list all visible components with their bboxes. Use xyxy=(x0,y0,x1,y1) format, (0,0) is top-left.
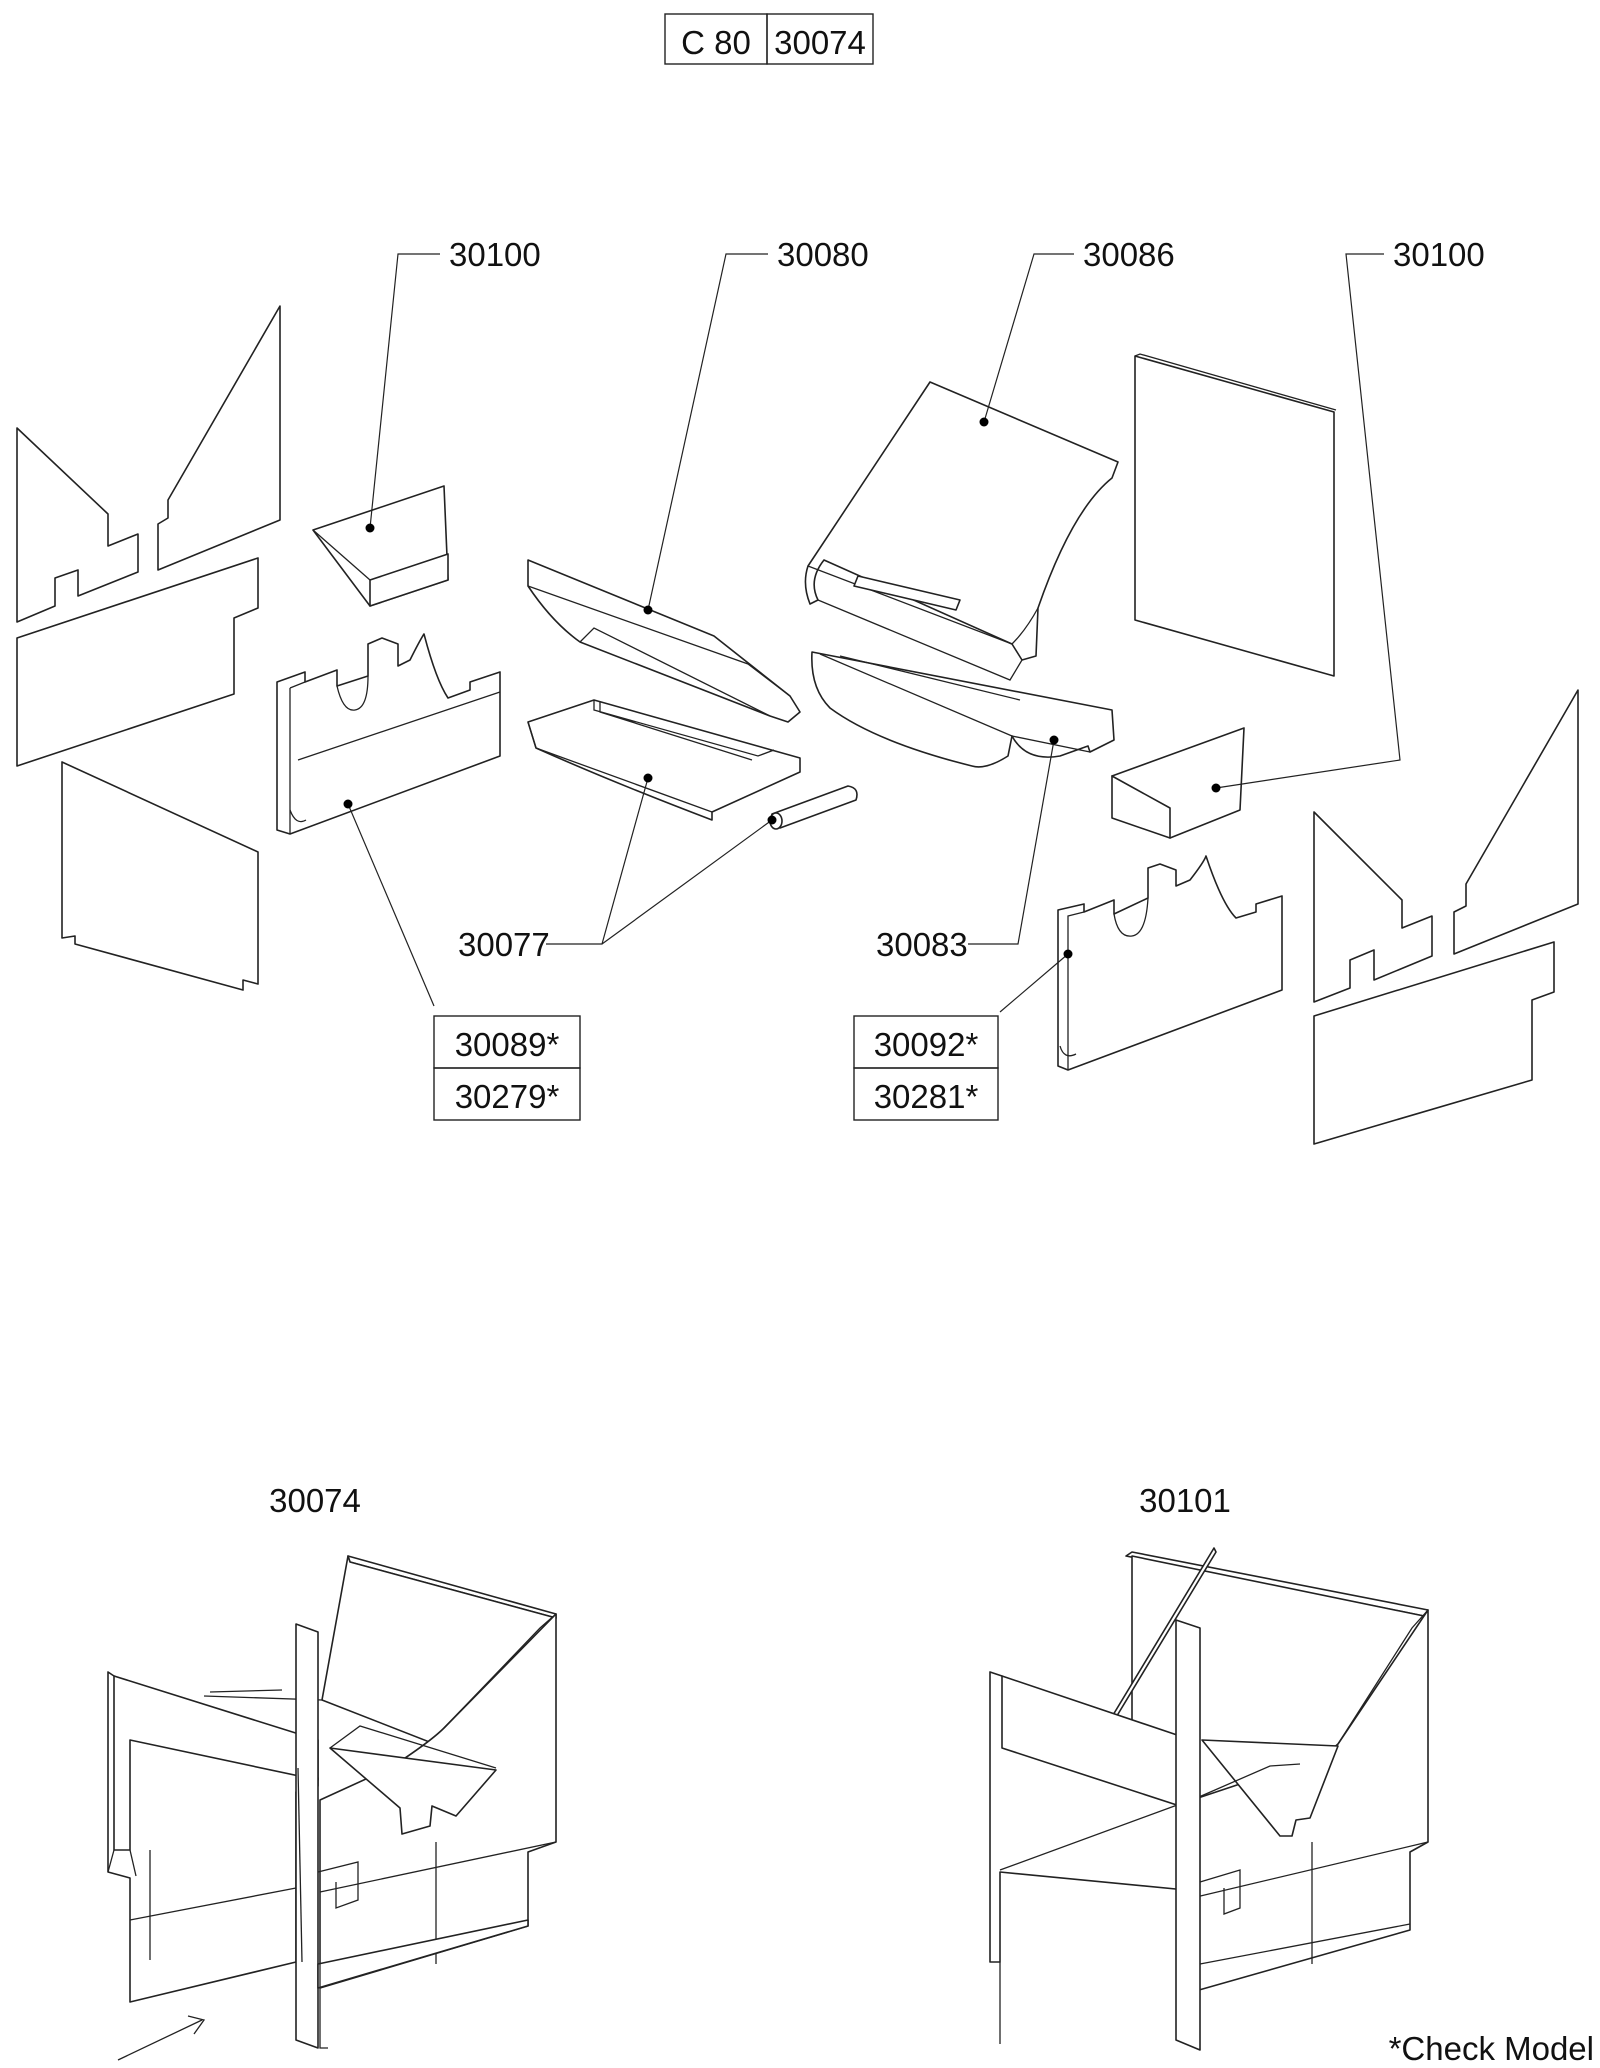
right-side-wall-part xyxy=(1313,689,1579,1145)
lower-support-part xyxy=(527,699,858,830)
callout-30083: 30083 xyxy=(876,926,968,963)
callout-30100-right: 30100 xyxy=(1393,236,1485,273)
header-box: C 80 30074 xyxy=(664,13,874,65)
right-wedge-part xyxy=(1111,727,1245,839)
assembly-title-left: 30074 xyxy=(269,1482,361,1519)
left-wedge-part xyxy=(312,485,449,607)
callout-30089: 30089* xyxy=(455,1026,560,1063)
right-back-part xyxy=(1057,855,1283,1071)
left-back-part xyxy=(276,633,501,835)
header-model: C 80 xyxy=(681,24,751,61)
callout-box-left: 30089* 30279* xyxy=(433,1015,581,1121)
callout-box-right: 30092* 30281* xyxy=(853,1015,999,1121)
right-support-part xyxy=(811,651,1115,768)
callout-30279: 30279* xyxy=(455,1078,560,1115)
footnote-check-model: *Check Model xyxy=(1389,2030,1594,2067)
callout-30100-left: 30100 xyxy=(449,236,541,273)
assembly-title-right: 30101 xyxy=(1139,1482,1231,1519)
leader-lines xyxy=(343,253,1401,1013)
assembly-30101-drawing xyxy=(989,1547,1429,2051)
callout-30092: 30092* xyxy=(874,1026,979,1063)
callout-30086: 30086 xyxy=(1083,236,1175,273)
callout-30077: 30077 xyxy=(458,926,550,963)
right-rear-panel-part xyxy=(1134,353,1337,677)
top-plate-part xyxy=(804,381,1119,681)
header-set-number: 30074 xyxy=(774,24,866,61)
upper-baffle-part xyxy=(527,559,801,723)
callout-30080: 30080 xyxy=(777,236,869,273)
left-side-wall-part xyxy=(16,305,281,991)
assembly-30074-drawing xyxy=(107,1555,557,2061)
callout-30281: 30281* xyxy=(874,1078,979,1115)
